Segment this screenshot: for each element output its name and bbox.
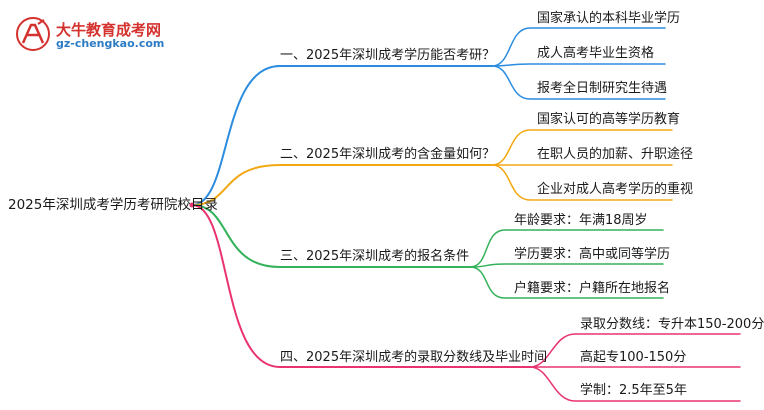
branch-2-connector [191,164,493,206]
branch-1-child-1: 国家承认的本科毕业学历 [537,11,681,26]
branch-3-child-1-connector [469,229,664,268]
branch-1-label: 一、2025年深圳成考学历能否考研？ [280,48,496,63]
root-topic: 2025年深圳成考学历考研院校目录 [8,197,218,213]
root-node-dot [189,202,195,208]
branch-3-child-2: 学历要求：高中或同等学历 [514,247,671,262]
branch-3-child-1: 年龄要求：年满18周岁 [514,213,648,228]
branch-4-child-3-connector [529,366,741,402]
branch-1-child-1-connector [491,27,666,67]
logo-url: gz-chengkao.com [56,37,165,50]
branch-4-child-2: 高起专100-150分 [580,350,687,365]
branch-2-child-1: 国家认可的高等学历教育 [537,112,681,127]
branch-3-label: 三、2025年深圳成考的报名条件 [280,249,470,264]
branch-4-child-1-connector [529,333,741,368]
branch-4-child-1: 录取分数线：专升本150-200分 [580,317,764,332]
branch-2-child-2: 在职人员的加薪、升职途径 [537,147,694,162]
branch-1-connector [191,65,493,206]
logo-name: 大牛教育成考网 [56,21,162,39]
branch-3-connector [191,204,471,268]
logo-mark-icon [16,17,50,51]
branch-4-connector [191,204,531,368]
branch-2-label: 二、2025年深圳成考的含金量如何？ [280,147,496,162]
branch-3-child-3: 户籍要求：户籍所在地报名 [514,281,671,296]
branch-1-child-2-connector [491,63,666,67]
branch-4-child-3: 学制：2.5年至5年 [580,383,687,398]
branch-3-child-3-connector [469,266,664,299]
branch-1-child-3: 报考全日制研究生待遇 [537,81,668,96]
branch-2-child-3: 企业对成人高考学历的重视 [537,182,694,197]
branch-1-child-2: 成人高考毕业生资格 [537,46,655,61]
branch-4-label: 四、2025年深圳成考的录取分数线及毕业时间 [280,350,548,365]
branch-3-child-2-connector [469,263,664,268]
branch-2-child-3-connector [491,164,673,201]
branch-1-child-3-connector [491,65,666,100]
branch-2-child-1-connector [491,129,673,166]
